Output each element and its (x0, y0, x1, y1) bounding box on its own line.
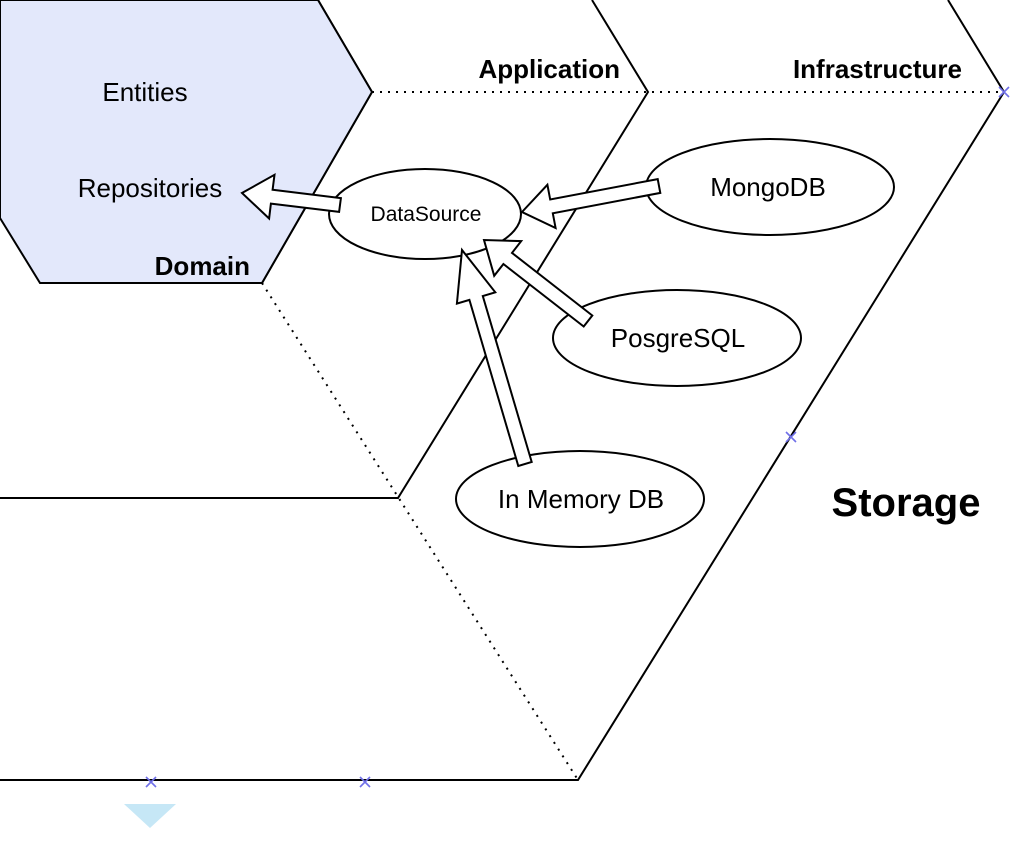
postgresql-node[interactable] (552, 289, 802, 387)
entities-label: Entities (102, 77, 187, 107)
repositories-label: Repositories (78, 173, 223, 203)
drop-marker-triangle (124, 804, 176, 828)
arrow-postgresql-to-datasource (482, 238, 594, 328)
handle-right-mid[interactable] (785, 431, 797, 443)
domain-layer-hexagon[interactable] (0, 0, 374, 284)
datasource-label: DataSource (371, 203, 482, 226)
mongodb-label: MongoDB (710, 172, 826, 202)
handle-top-right[interactable] (998, 86, 1010, 98)
application-layer-title: Application (478, 54, 620, 84)
arrow-inmemory-to-datasource (455, 247, 533, 468)
dependency-arrows (240, 172, 662, 468)
storage-layer-title: Storage (832, 481, 981, 525)
domain-layer-title: Domain (155, 251, 250, 281)
arrow-mongodb-to-datasource (520, 177, 662, 230)
handle-bottom-left[interactable] (145, 776, 157, 788)
inmemory-db-label: In Memory DB (498, 484, 664, 514)
arrow-datasource-to-repositories (240, 172, 343, 221)
infrastructure-layer-outline (0, 0, 650, 499)
infrastructure-layer-title: Infrastructure (793, 54, 962, 84)
handle-bottom-mid[interactable] (359, 776, 371, 788)
datasource-node[interactable] (328, 168, 522, 260)
selection-handles (145, 86, 1010, 788)
postgresql-label: PosgreSQL (611, 323, 745, 353)
inmemory-db-node[interactable] (455, 450, 705, 548)
